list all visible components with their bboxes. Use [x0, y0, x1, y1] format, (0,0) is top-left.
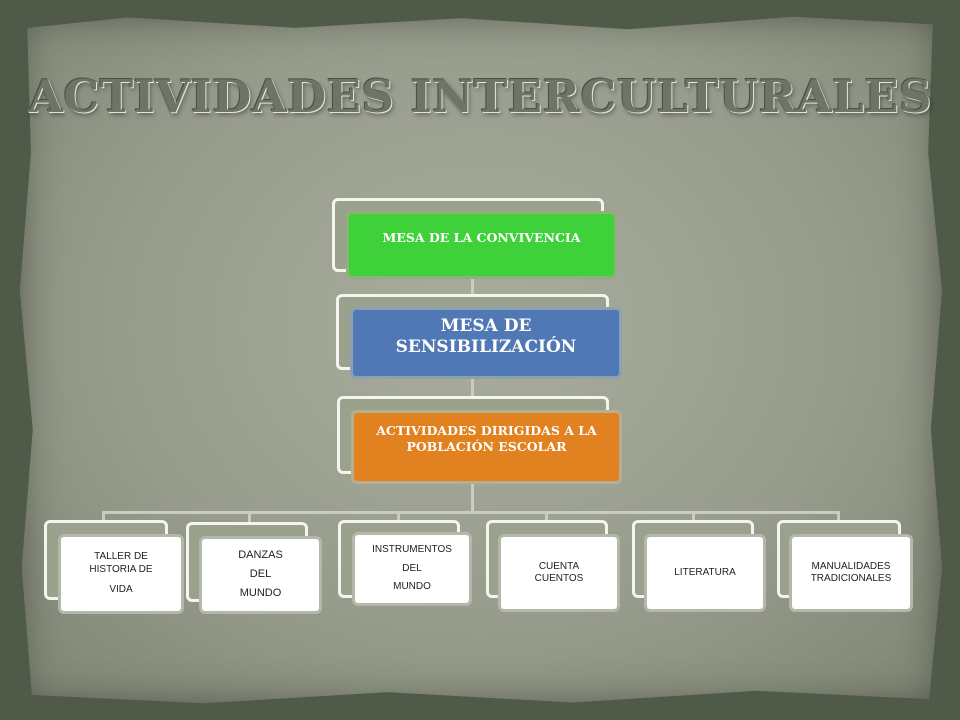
node-label-line-1: MANUALIDADES: [811, 560, 891, 572]
page-title: ACTIVIDADES INTERCULTURALES: [27, 70, 933, 123]
connector-drop-6: [837, 511, 840, 523]
node-actividades-dirigidas: ACTIVIDADES DIRIGIDAS A LA POBLACIÓN ESC…: [337, 396, 622, 488]
node-label: MESA DE LA CONVIVENCIA: [382, 229, 581, 245]
node-label-line-2: DEL: [402, 562, 422, 574]
connector-drop-1: [102, 511, 105, 523]
node-label-line-2: VIDA: [109, 584, 133, 596]
connector-trunk: [471, 480, 474, 513]
node-label-line-1: CUENTA: [538, 560, 580, 572]
connector-drop-3: [397, 511, 400, 523]
node-manualidades-tradicionales: MANUALIDADES TRADICIONALES: [777, 520, 913, 612]
node-label-line-3: MUNDO: [239, 586, 282, 599]
node-label: ACTIVIDADES DIRIGIDAS A LA POBLACIÓN ESC…: [376, 422, 597, 454]
node-label: MESA DE SENSIBILIZACIÓN: [395, 315, 577, 357]
connector-drop-5: [692, 511, 695, 523]
node-label-line-1: INSTRUMENTOS: [372, 544, 452, 556]
node-label-line-2: TRADICIONALES: [810, 573, 892, 584]
node-mesa-convivencia: MESA DE LA CONVIVENCIA: [332, 198, 617, 282]
node-mesa-sensibilizacion: MESA DE SENSIBILIZACIÓN: [336, 294, 622, 382]
node-cuenta-cuentos: CUENTA CUENTOS: [486, 520, 620, 612]
node-instrumentos-mundo: INSTRUMENTOS DEL MUNDO: [338, 520, 472, 606]
node-literatura: LITERATURA: [632, 520, 766, 612]
connector-drop-4: [545, 511, 548, 523]
node-label-line-1: TALLER DE HISTORIA DE: [89, 551, 153, 575]
node-label-line-3: MUNDO: [393, 581, 431, 593]
node-label-line-2: DEL: [249, 568, 272, 581]
node-label-line-1: LITERATURA: [674, 566, 736, 578]
connector-level-1-2: [471, 276, 474, 296]
connector-drop-2: [248, 511, 251, 525]
connector-level-2-3: [471, 378, 474, 400]
node-label-line-1: DANZAS: [238, 549, 283, 562]
node-label-line-2: CUENTOS: [534, 573, 584, 584]
node-taller-historia-vida: TALLER DE HISTORIA DE VIDA: [44, 520, 184, 614]
connector-horizontal: [102, 511, 838, 514]
node-danzas-mundo: DANZAS DEL MUNDO: [186, 522, 322, 614]
